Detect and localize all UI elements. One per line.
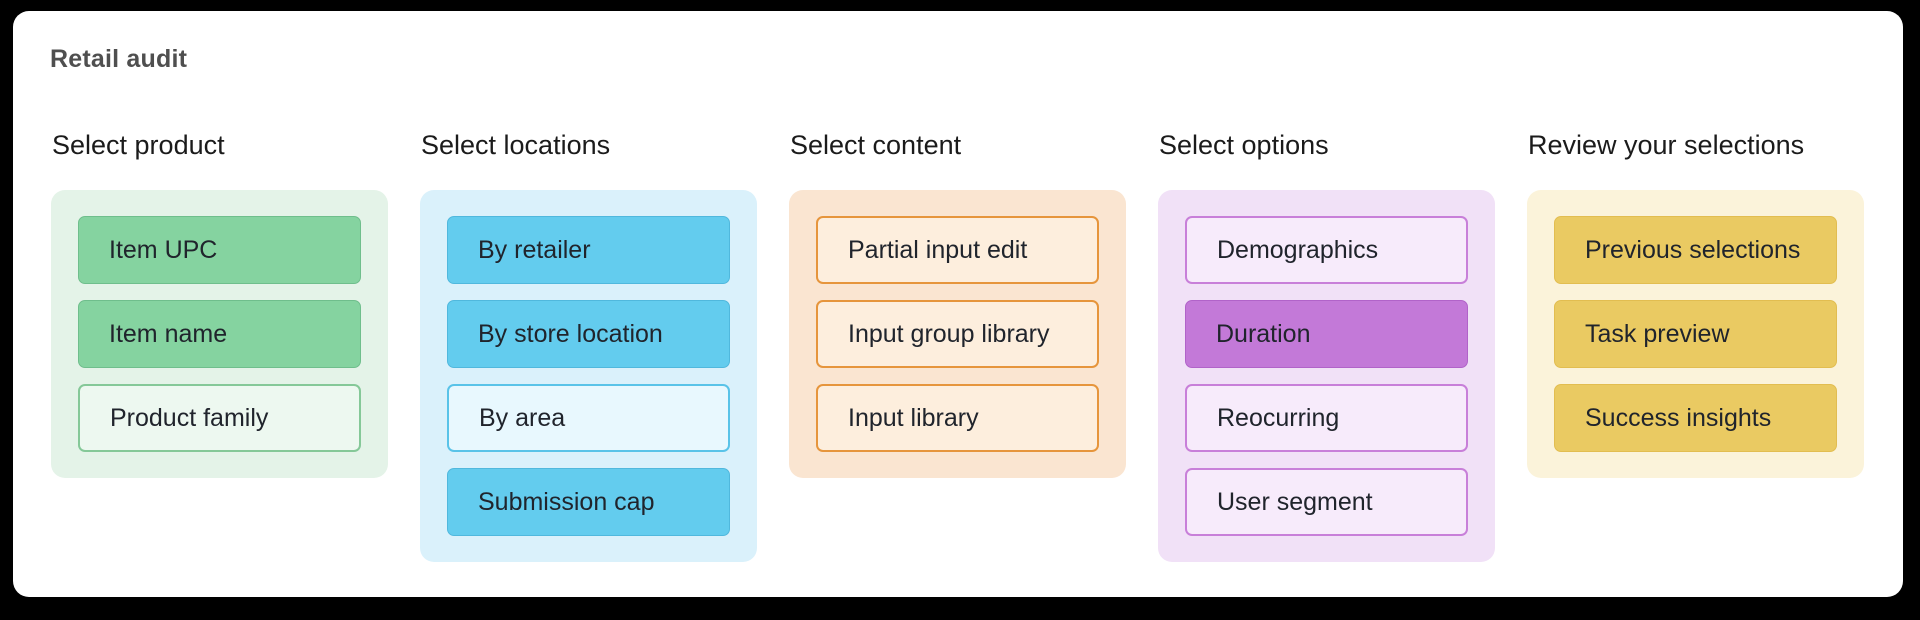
column-select-content: Select content Partial input edit Input … <box>789 128 1126 478</box>
card-item-name[interactable]: Item name <box>78 300 361 368</box>
card-label: Previous selections <box>1585 235 1801 264</box>
card-label: Task preview <box>1585 319 1730 348</box>
card-duration[interactable]: Duration <box>1185 300 1468 368</box>
card-demographics[interactable]: Demographics <box>1185 216 1468 284</box>
card-success-insights[interactable]: Success insights <box>1554 384 1837 452</box>
card-label: Product family <box>110 403 269 432</box>
card-label: Success insights <box>1585 403 1772 432</box>
card-label: By retailer <box>478 235 591 264</box>
card-label: Item UPC <box>109 235 218 264</box>
app-window: Retail audit Select product Item UPC Ite… <box>13 11 1903 597</box>
card-label: By area <box>479 403 566 432</box>
page-title: Retail audit <box>50 45 188 73</box>
column-card-list: Partial input edit Input group library I… <box>789 190 1126 478</box>
column-header: Select locations <box>421 130 611 160</box>
card-user-segment[interactable]: User segment <box>1185 468 1468 536</box>
card-submission-cap[interactable]: Submission cap <box>447 468 730 536</box>
column-header: Select product <box>52 130 225 160</box>
card-label: Input group library <box>848 319 1050 348</box>
column-select-options: Select options Demographics Duration Reo… <box>1158 128 1495 562</box>
card-label: By store location <box>478 319 663 348</box>
column-select-product: Select product Item UPC Item name Produc… <box>51 128 388 478</box>
card-partial-input-edit[interactable]: Partial input edit <box>816 216 1099 284</box>
column-header: Select options <box>1159 130 1329 160</box>
card-label: Duration <box>1216 319 1311 348</box>
card-label: Partial input edit <box>848 235 1028 264</box>
column-card-list: By retailer By store location By area Su… <box>420 190 757 562</box>
column-header: Select content <box>790 130 962 160</box>
card-previous-selections[interactable]: Previous selections <box>1554 216 1837 284</box>
card-product-family[interactable]: Product family <box>78 384 361 452</box>
card-by-area[interactable]: By area <box>447 384 730 452</box>
column-select-locations: Select locations By retailer By store lo… <box>420 128 757 562</box>
card-input-library[interactable]: Input library <box>816 384 1099 452</box>
column-header: Review your selections <box>1528 130 1805 160</box>
card-label: Submission cap <box>478 487 655 516</box>
card-label: User segment <box>1217 487 1373 516</box>
card-task-preview[interactable]: Task preview <box>1554 300 1837 368</box>
card-input-group-library[interactable]: Input group library <box>816 300 1099 368</box>
column-card-list: Item UPC Item name Product family <box>51 190 388 478</box>
card-by-store-location[interactable]: By store location <box>447 300 730 368</box>
card-label: Demographics <box>1217 235 1379 264</box>
card-reocurring[interactable]: Reocurring <box>1185 384 1468 452</box>
board: Select product Item UPC Item name Produc… <box>51 128 1864 562</box>
card-label: Reocurring <box>1217 403 1340 432</box>
card-by-retailer[interactable]: By retailer <box>447 216 730 284</box>
card-item-upc[interactable]: Item UPC <box>78 216 361 284</box>
column-review-your-selections: Review your selections Previous selectio… <box>1527 128 1864 478</box>
card-label: Item name <box>109 319 228 348</box>
column-card-list: Demographics Duration Reocurring User se… <box>1158 190 1495 562</box>
card-label: Input library <box>848 403 979 432</box>
column-card-list: Previous selections Task preview Success… <box>1527 190 1864 478</box>
